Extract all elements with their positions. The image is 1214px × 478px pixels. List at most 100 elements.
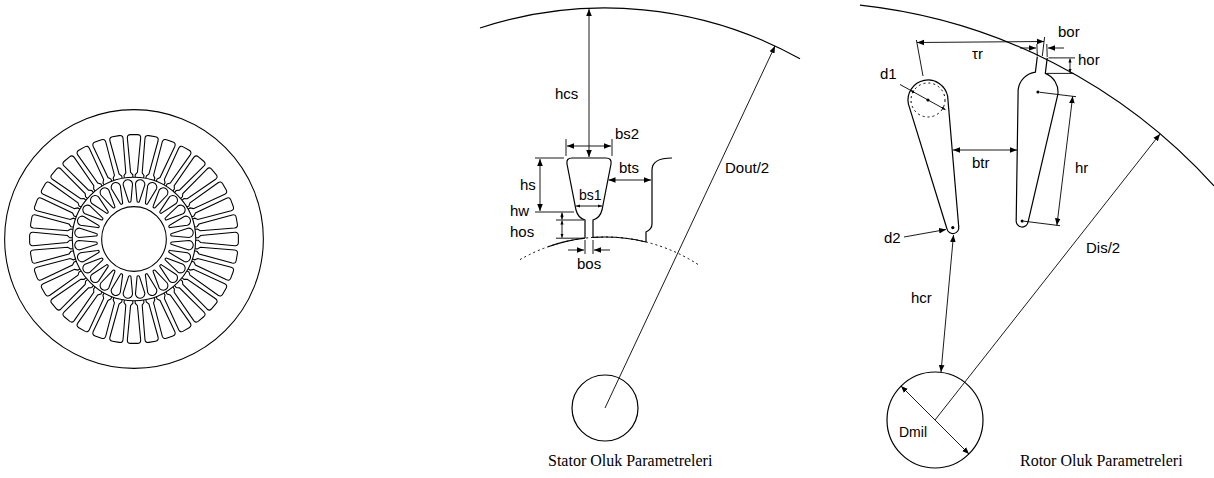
dimension-arrow [576,206,602,207]
stator-slot [92,295,119,339]
stator-slot [196,232,238,245]
dimension-label: Dout/2 [725,160,769,176]
stator-slot [194,243,238,264]
figure-caption: Stator Oluk Parametreleri [548,452,712,470]
dimension-arrow [568,250,584,251]
radius-arrow [935,134,1160,420]
rotor-slot [76,215,100,231]
dimension-label: hcs [555,86,578,102]
stator-slot [30,232,72,245]
rotor-slot [142,181,158,205]
dimension-label: Dmil [899,424,927,440]
neighbour-slot-edge [646,158,672,242]
stator-slot [109,135,130,179]
rotor-slot [98,186,118,210]
shaft-circle [102,207,167,272]
stator-slot [127,301,140,343]
slot-circle [911,83,945,117]
dimension-label: hos [510,224,534,240]
rotor-slot [157,194,180,217]
stator-slot [149,139,176,183]
stator-slot [177,167,218,205]
dimension-arrow [1048,48,1064,49]
rotor-slot [74,238,98,250]
dimension-label: bs2 [615,126,639,142]
stator-slot [138,299,159,343]
dimension-arrow [562,213,563,220]
rotor-slot [157,262,180,285]
rotor-slot [142,272,158,296]
stator-slot [30,243,74,264]
rotor-slot [150,268,170,292]
stator-slot [138,135,159,179]
rotor-slot [133,275,145,299]
bore-arc [520,237,700,266]
centre-dot [1036,90,1039,93]
dimension-label: d2 [884,230,901,246]
rotor-slot [133,179,145,203]
centre-dot [951,226,954,229]
rotor-slot [150,186,170,210]
stator-slot [30,214,74,235]
rotor-slot [81,203,105,223]
dimension-arrow [567,146,611,147]
dimension-arrow [1020,48,1036,49]
extension-line [916,37,1044,76]
radius-arrow [605,46,775,408]
rotor-slot [167,215,191,231]
rotor-slot [170,228,194,240]
dimension-label: d1 [880,66,897,82]
dimension-label: btr [972,155,990,171]
stator-slot [127,135,140,177]
dimension-label: hw [510,203,529,219]
dimension-arrow [562,221,563,238]
dimension-label: bts [619,160,639,176]
dimension-arrow [911,90,946,109]
leader-line [900,85,911,91]
rotor-slot [74,228,98,240]
rotor-slot [1002,55,1063,230]
extension-line [535,158,574,212]
stator-slot [40,264,83,297]
stator-slot [34,197,78,224]
stator-slot [50,274,91,312]
leader-arrow [904,230,946,238]
stator-slot [62,155,100,196]
rotor-slot [98,268,118,292]
lamination-cross-section [5,110,264,369]
extension-line [1047,58,1076,74]
rotor-slot [110,181,126,205]
extension-line [1037,44,1047,57]
rotor-slot [163,203,187,223]
stator-slot [169,282,207,323]
dimension-arrow [941,235,954,372]
rotor-slot [81,255,105,275]
dimension-label: Dis/2 [1086,240,1120,256]
rotor-slot [76,247,100,263]
stator-slot [194,214,238,235]
dimension-label: hcr [911,290,932,306]
rotor-outer-arc [860,5,1214,186]
stator-outer-circle [5,110,264,369]
centre-dot [1021,219,1024,222]
extension-line [1024,92,1076,225]
dimension-label: bor [1058,24,1080,40]
dimension-label: bs1 [579,187,602,203]
rotor-slot [905,77,974,238]
extension-line [566,139,612,156]
dimension-arrow [953,150,1017,151]
dimension-arrow [1057,96,1073,225]
dimension-arrow [1070,59,1071,73]
dimension-arrow [594,250,610,251]
dimension-label: hor [1078,52,1100,68]
tooth-tip [548,238,585,247]
dimension-arrow [589,9,590,157]
rotor-slot [167,247,191,263]
dimension-arrow [540,159,541,211]
rotor-slot [163,255,187,275]
dimension-label: hr [1075,160,1088,176]
rotor-slot [123,179,135,203]
dimension-label: bos [577,256,601,272]
rotor-slot [123,275,135,299]
